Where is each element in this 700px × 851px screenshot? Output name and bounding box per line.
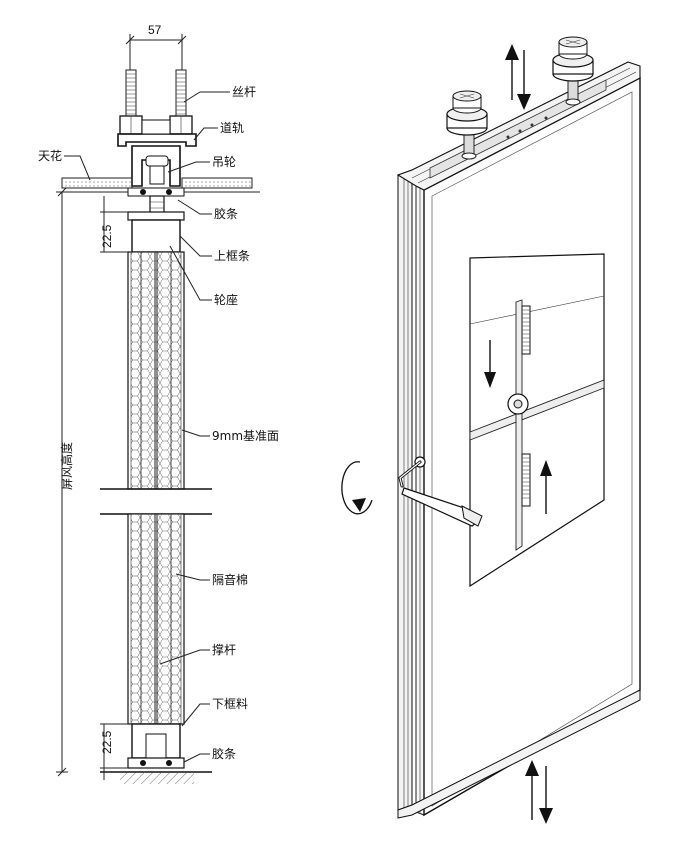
callout-top-frame: 上框条 (214, 249, 250, 263)
top-bolt-right (552, 36, 594, 106)
crank-handle (398, 456, 483, 527)
callouts: 丝杆 道轨 天花 吊轮 胶条 上框条 轮座 9mm基准面 隔音棉 撑杆 下框料 … (38, 85, 279, 763)
dimension-gap-bottom: 22.5 (100, 723, 128, 780)
arrow-up-down-bottom (525, 760, 553, 824)
callout-brace: 撑杆 (212, 642, 236, 657)
callout-hanger: 吊轮 (212, 155, 236, 169)
cutaway-window (469, 253, 605, 588)
break-marks (100, 488, 212, 515)
dim-gap-top-label: 22.5 (100, 224, 114, 248)
arrow-up-inner (540, 460, 552, 514)
callout-wheel-seat: 轮座 (214, 292, 238, 307)
arrow-down-inner (484, 340, 496, 388)
callout-screw: 丝杆 (232, 85, 256, 99)
panel-lower (100, 513, 212, 784)
dim-top-width-label: 57 (148, 23, 162, 37)
dimension-top-width: 57 (125, 23, 187, 72)
callout-ceiling: 天花 (38, 148, 62, 163)
dimension-height: 屏风高度 (56, 187, 74, 777)
track-profile (117, 119, 197, 187)
panel-upper (127, 211, 185, 490)
callout-track: 道轨 (220, 121, 244, 135)
callout-panel: 9mm基准面 (212, 429, 279, 443)
rotation-arrow (341, 461, 373, 515)
top-bolt-left (446, 90, 488, 160)
callout-bottom-frame: 下框料 (212, 697, 248, 711)
arrow-up-down-top-left (505, 44, 519, 100)
threaded-rods (119, 69, 193, 135)
isometric-panel (341, 36, 641, 824)
cross-section: 57 (38, 23, 279, 784)
callout-seal-top: 胶条 (214, 206, 238, 221)
dimension-gap-top: 22.5 (100, 196, 128, 253)
callout-insulation: 隔音棉 (212, 572, 248, 587)
callout-seal-bottom: 胶条 (212, 746, 236, 761)
dim-height-label: 屏风高度 (59, 442, 74, 490)
arrow-up-down-top-right (517, 50, 531, 110)
dim-gap-bottom-label: 22.5 (100, 730, 114, 754)
